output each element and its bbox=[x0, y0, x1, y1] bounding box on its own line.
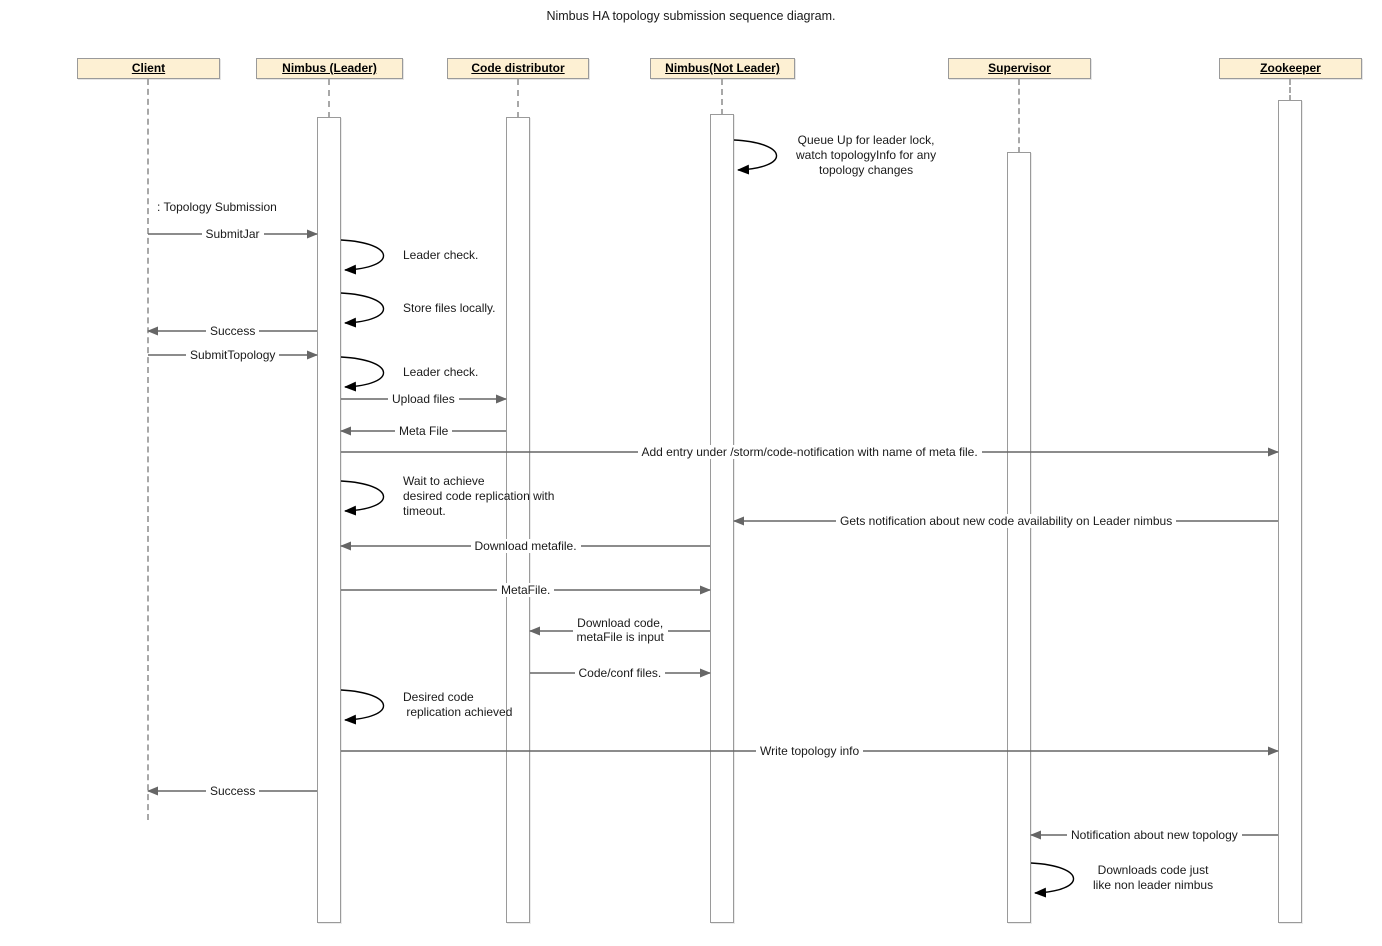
message-m5-label: Store files locally. bbox=[403, 300, 496, 315]
message-m15-label: MetaFile. bbox=[497, 583, 555, 597]
message-m19-label: Write topology info bbox=[756, 744, 864, 758]
message-m12-self-loop bbox=[340, 480, 385, 516]
message-m13-label: Gets notification about new code availab… bbox=[836, 514, 1177, 528]
message-m5-self-loop bbox=[340, 292, 385, 328]
message-m4-self-loop bbox=[340, 239, 385, 275]
participant-code_dist[interactable]: Code distributor bbox=[447, 58, 589, 79]
message-m8-label: Leader check. bbox=[403, 364, 479, 379]
message-m16-label: Download code, metaFile is input bbox=[572, 616, 668, 644]
participant-label: Code distributor bbox=[471, 61, 565, 75]
message-m3-label: SubmitJar bbox=[201, 227, 264, 241]
activation-bar-code_dist bbox=[506, 117, 530, 923]
lifeline-client bbox=[147, 79, 149, 820]
participant-supervisor[interactable]: Supervisor bbox=[948, 58, 1091, 79]
lifeline-supervisor bbox=[1018, 79, 1020, 153]
participant-label: Client bbox=[131, 61, 166, 75]
message-m1-label: Queue Up for leader lock, watch topology… bbox=[796, 132, 937, 177]
lifeline-zookeeper bbox=[1289, 79, 1291, 101]
message-m8-self-loop bbox=[340, 356, 385, 392]
message-m20-label: Success bbox=[206, 784, 260, 798]
lifeline-nimbus_not bbox=[721, 79, 723, 115]
message-m18-label: Desired code replication achieved bbox=[403, 690, 513, 719]
message-m11-label: Add entry under /storm/code-notification… bbox=[637, 445, 982, 459]
participant-nimbus_not[interactable]: Nimbus(Not Leader) bbox=[650, 58, 795, 79]
activation-bar-supervisor bbox=[1007, 152, 1031, 923]
activation-bar-zookeeper bbox=[1278, 100, 1302, 923]
message-m6-label: Success bbox=[206, 324, 260, 338]
message-m7-label: SubmitTopology bbox=[186, 348, 280, 362]
participant-zookeeper[interactable]: Zookeeper bbox=[1219, 58, 1362, 79]
message-m18-self-loop bbox=[340, 689, 385, 725]
message-m21-label: Notification about new topology bbox=[1067, 828, 1242, 842]
activation-bar-nimbus_not bbox=[710, 114, 734, 923]
message-m2-note-label: : Topology Submission bbox=[153, 200, 281, 214]
participant-nimbus_lead[interactable]: Nimbus (Leader) bbox=[256, 58, 403, 79]
message-m17-label: Code/conf files. bbox=[574, 666, 666, 680]
participant-label: Supervisor bbox=[988, 61, 1051, 75]
lifeline-code_dist bbox=[517, 79, 519, 118]
participant-label: Zookeeper bbox=[1260, 61, 1321, 75]
message-m22-self-loop bbox=[1030, 862, 1075, 898]
participant-label: Nimbus(Not Leader) bbox=[665, 61, 780, 75]
diagram-title: Nimbus HA topology submission sequence d… bbox=[546, 9, 836, 23]
message-m22-label: Downloads code just like non leader nimb… bbox=[1093, 863, 1214, 892]
message-m12-label: Wait to achieve desired code replication… bbox=[403, 473, 555, 518]
lifeline-nimbus_lead bbox=[328, 79, 330, 118]
participant-label: Nimbus (Leader) bbox=[282, 61, 377, 75]
message-m9-label: Upload files bbox=[388, 392, 459, 406]
message-m4-label: Leader check. bbox=[403, 247, 479, 262]
message-m10-label: Meta File bbox=[395, 424, 453, 438]
activation-bar-nimbus_lead bbox=[317, 117, 341, 923]
participant-client[interactable]: Client bbox=[77, 58, 220, 79]
message-m14-label: Download metafile. bbox=[470, 539, 581, 553]
message-m1-self-loop bbox=[733, 139, 778, 175]
